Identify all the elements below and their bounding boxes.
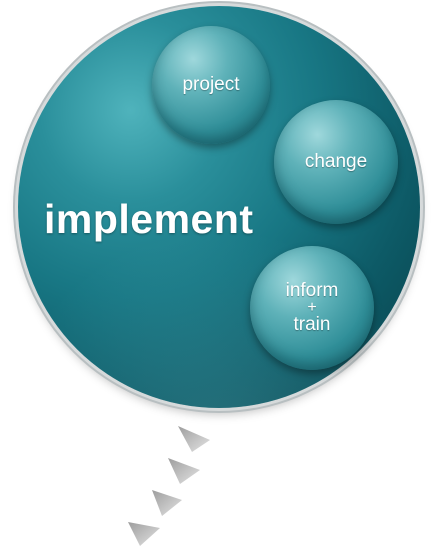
plus-line: + (307, 299, 317, 316)
arrow-chevron-2 (168, 458, 200, 484)
project-bubble: project (152, 26, 270, 144)
change-label: change (304, 151, 368, 172)
inform-train-bubble: inform + train (250, 246, 374, 370)
inform-line: inform (285, 280, 339, 301)
arrow-chevron-3 (152, 490, 182, 516)
arrow-chevron-4 (128, 522, 160, 546)
flow-arrows (128, 426, 210, 546)
arrow-chevron-1 (178, 426, 210, 452)
implement-label: implement (44, 196, 254, 242)
change-bubble: change (274, 100, 398, 224)
inform-train-label: inform + train (286, 281, 339, 335)
project-label: project (182, 74, 240, 95)
train-line: train (293, 314, 331, 335)
